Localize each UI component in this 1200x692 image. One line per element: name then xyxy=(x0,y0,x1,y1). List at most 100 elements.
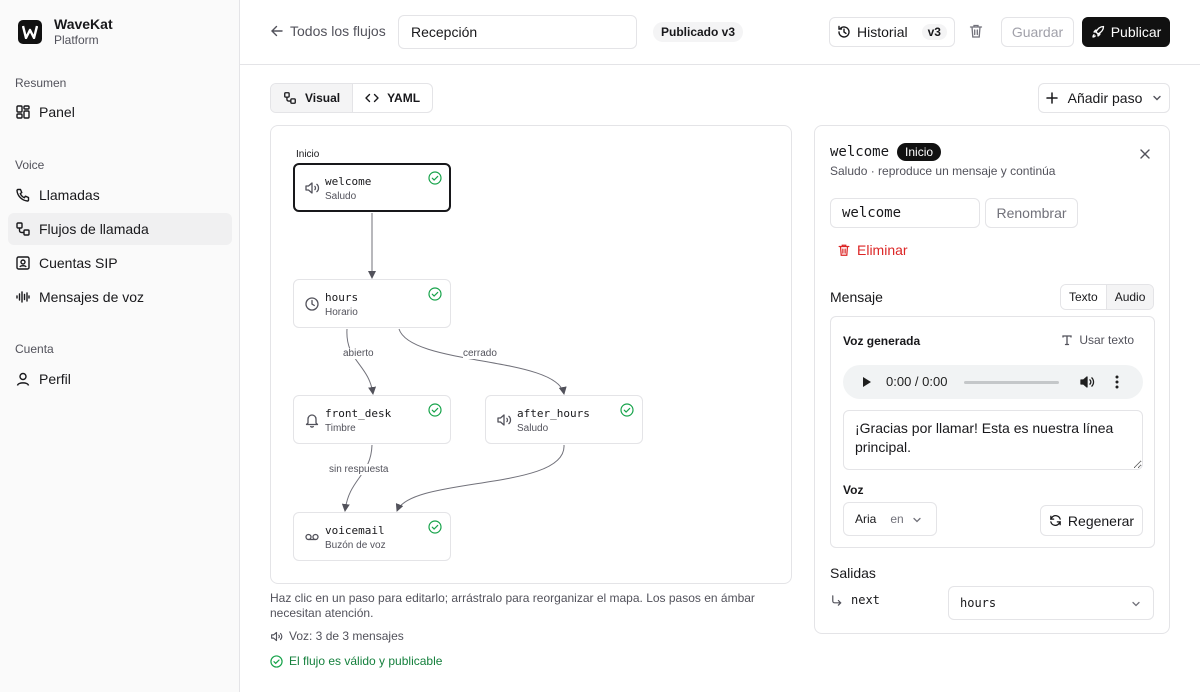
message-source-tabs: Texto Audio xyxy=(1060,284,1155,310)
inspector-title: welcome Inicio xyxy=(830,143,942,161)
edge-label-abierto: abierto xyxy=(343,348,374,359)
output-target-select[interactable]: hours xyxy=(948,586,1154,620)
plus-icon xyxy=(1045,92,1058,104)
nav-group-label: Cuenta xyxy=(15,342,54,356)
message-section-label: Mensaje xyxy=(830,289,883,305)
sidebar-item-flujos-de-llamada[interactable]: Flujos de llamada xyxy=(8,213,232,245)
history-button[interactable]: Historial v3 xyxy=(829,17,955,47)
close-inspector-button[interactable] xyxy=(1139,148,1151,160)
chevron-down-icon xyxy=(1132,601,1140,607)
sidebar-item-label: Llamadas xyxy=(39,187,100,203)
sidebar-item-panel[interactable]: Panel xyxy=(8,96,232,128)
publish-button[interactable]: Publicar xyxy=(1082,17,1170,47)
trash-icon xyxy=(969,24,983,38)
contact-card-icon xyxy=(16,256,30,270)
sidebar-item-label: Mensajes de voz xyxy=(39,289,145,305)
rocket-icon xyxy=(1092,25,1104,38)
edge-label-cerrado: cerrado xyxy=(463,348,497,359)
check-circle-icon xyxy=(270,654,283,668)
more-vertical-icon[interactable] xyxy=(1115,375,1119,389)
brand-subtitle: Platform xyxy=(54,33,99,47)
view-mode-toggle: Visual YAML xyxy=(270,83,434,113)
check-circle-icon xyxy=(428,403,442,417)
use-text-button[interactable]: Usar texto xyxy=(1061,333,1134,347)
flow-node-after-hours[interactable]: after_hours Saludo xyxy=(485,395,643,444)
play-icon[interactable] xyxy=(862,376,872,388)
header: Todos los flujos Publicado v3 Historial … xyxy=(240,0,1200,65)
sidebar-item-label: Cuentas SIP xyxy=(39,255,118,271)
flow-node-hours[interactable]: hours Horario xyxy=(293,279,451,328)
validation-status: El flujo es válido y publicable xyxy=(270,654,442,668)
step-inspector: welcome Inicio Saludo · reproduce un men… xyxy=(814,125,1170,634)
bell-icon xyxy=(305,414,319,428)
tab-visual[interactable]: Visual xyxy=(271,84,354,112)
check-circle-icon xyxy=(620,403,634,417)
message-textarea[interactable]: ¡Gracias por llamar! Esta es nuestra lín… xyxy=(843,410,1143,470)
inspector-description: Saludo · reproduce un mensaje y continúa xyxy=(830,164,1056,178)
edge-label-sin-respuesta: sin respuesta xyxy=(329,464,389,475)
audio-lines-icon xyxy=(16,291,30,303)
rename-button[interactable]: Renombrar xyxy=(985,198,1078,228)
history-label: Historial xyxy=(857,24,908,40)
regenerate-label: Regenerar xyxy=(1067,512,1135,529)
audio-progress-track[interactable] xyxy=(964,381,1059,384)
sidebar-item-mensajes-de-voz[interactable]: Mensajes de voz xyxy=(8,281,232,313)
flow-node-front-desk[interactable]: front_desk Timbre xyxy=(293,395,451,444)
add-step-button[interactable]: Añadir paso xyxy=(1038,83,1170,113)
regenerate-button[interactable]: Regenerar xyxy=(1040,505,1143,536)
sidebar-item-perfil[interactable]: Perfil xyxy=(8,363,232,395)
code-icon xyxy=(365,93,379,103)
check-circle-icon xyxy=(428,287,442,301)
speaker-icon xyxy=(497,414,512,426)
sidebar-item-cuentas-sip[interactable]: Cuentas SIP xyxy=(8,247,232,279)
nav-group-voice: Voice Llamadas Flujos de llamada Cuentas… xyxy=(8,157,232,313)
voice-label: Voz xyxy=(843,483,864,497)
sidebar-item-label: Panel xyxy=(39,104,75,120)
start-badge: Inicio xyxy=(897,143,942,161)
brand[interactable]: WaveKat Platform xyxy=(18,16,113,48)
step-name-input[interactable] xyxy=(830,198,980,228)
voice-select[interactable]: Aria en xyxy=(843,502,937,536)
nav-group-resumen: Resumen Panel xyxy=(8,75,232,128)
tab-visual-label: Visual xyxy=(305,91,341,105)
volume-icon[interactable] xyxy=(1080,375,1096,389)
node-type: Horario xyxy=(325,307,358,318)
speaker-icon xyxy=(305,182,320,194)
check-circle-icon xyxy=(428,520,442,534)
delete-step-button[interactable]: Eliminar xyxy=(837,242,908,258)
tab-yaml[interactable]: YAML xyxy=(353,84,432,112)
wavekat-logo-icon xyxy=(18,20,42,44)
add-step-label: Añadir paso xyxy=(1067,90,1143,106)
node-id: hours xyxy=(325,291,359,304)
flow-edges xyxy=(341,213,567,512)
flow-node-welcome[interactable]: welcome Saludo xyxy=(293,163,451,212)
flow-name-input[interactable] xyxy=(398,15,637,49)
voice-name: Aria xyxy=(855,512,877,526)
delete-flow-button[interactable] xyxy=(968,23,984,39)
save-button[interactable]: Guardar xyxy=(1001,17,1074,47)
start-label: Inicio xyxy=(296,149,320,160)
output-name: next xyxy=(851,593,880,607)
sidebar-item-llamadas[interactable]: Llamadas xyxy=(8,179,232,211)
edge-front-desk-voicemail xyxy=(341,444,373,512)
nav-group-cuenta: Cuenta Perfil xyxy=(8,341,232,395)
outputs-section-label: Salidas xyxy=(830,565,876,581)
corner-down-right-icon xyxy=(832,594,842,606)
tab-audio[interactable]: Audio xyxy=(1106,285,1154,309)
back-link[interactable]: Todos los flujos xyxy=(270,23,386,39)
workflow-icon xyxy=(284,92,296,104)
voice-count-text: Voz: 3 de 3 mensajes xyxy=(289,629,404,643)
check-circle-icon xyxy=(428,171,442,185)
node-id: after_hours xyxy=(517,407,590,420)
tab-texto[interactable]: Texto xyxy=(1061,285,1107,309)
edge-after-hours-voicemail xyxy=(395,444,565,512)
edge-hours-front-desk xyxy=(346,328,377,395)
node-id: welcome xyxy=(325,175,372,188)
use-text-label: Usar texto xyxy=(1079,333,1134,347)
flow-canvas[interactable]: Inicio abierto cerrado sin respuesta wel… xyxy=(270,125,792,584)
workflow-icon xyxy=(16,222,30,236)
node-type: Buzón de voz xyxy=(325,540,386,551)
flow-node-voicemail[interactable]: voicemail Buzón de voz xyxy=(293,512,451,561)
trash-icon xyxy=(838,244,850,256)
voice-count: Voz: 3 de 3 mensajes xyxy=(270,629,404,643)
